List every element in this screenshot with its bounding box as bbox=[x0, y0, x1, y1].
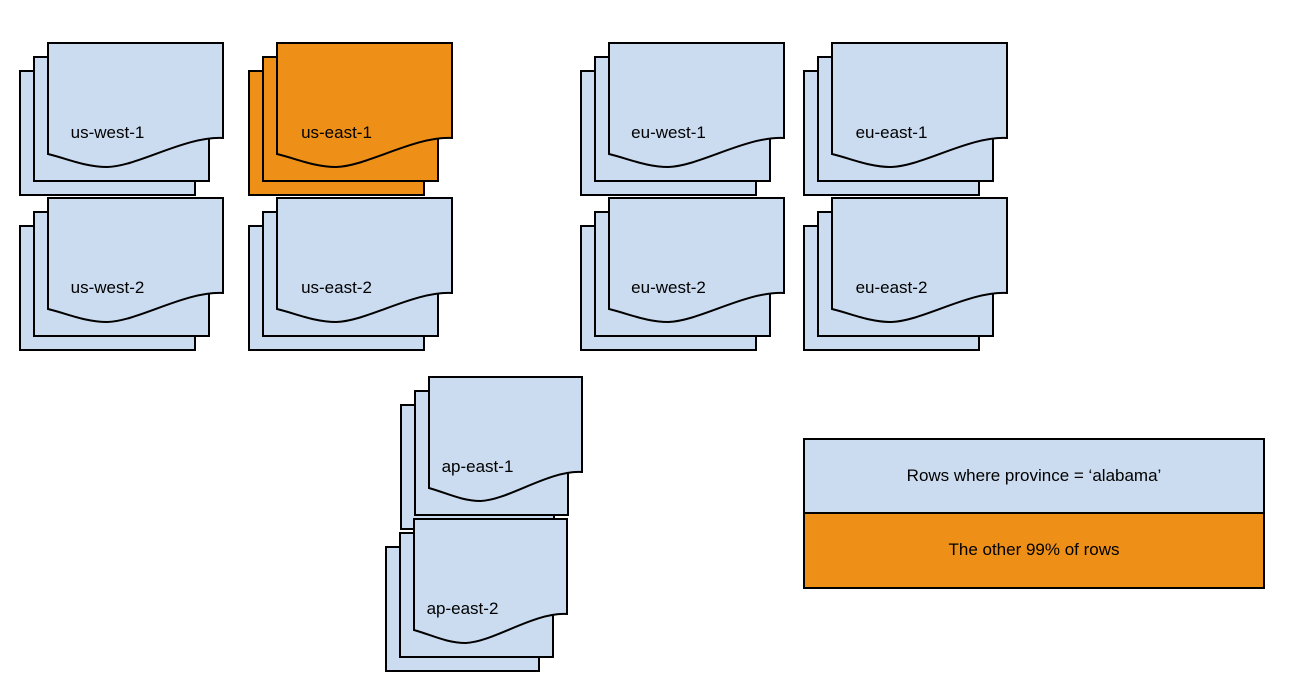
doc-stack-shape-eu-east-1 bbox=[803, 42, 1008, 196]
doc-stack-shape-ap-east-1 bbox=[400, 376, 583, 530]
doc-sheet bbox=[47, 197, 224, 324]
doc-sheet bbox=[413, 518, 568, 645]
doc-stack-us-west-1[interactable]: us-west-1 bbox=[19, 42, 224, 196]
legend-label-highlight: The other 99% of rows bbox=[948, 540, 1120, 560]
doc-sheet bbox=[428, 376, 583, 503]
doc-stack-shape-us-west-2 bbox=[19, 197, 224, 351]
doc-stack-shape-us-east-2 bbox=[248, 197, 453, 351]
doc-stack-shape-eu-west-2 bbox=[580, 197, 785, 351]
doc-stack-ap-east-1[interactable]: ap-east-1 bbox=[400, 376, 583, 530]
doc-sheet bbox=[608, 197, 785, 324]
doc-stack-us-east-1[interactable]: us-east-1 bbox=[248, 42, 453, 196]
legend-row-highlight: The other 99% of rows bbox=[805, 513, 1263, 587]
doc-stack-shape-us-east-1 bbox=[248, 42, 453, 196]
doc-stack-eu-east-2[interactable]: eu-east-2 bbox=[803, 197, 1008, 351]
doc-stack-shape-ap-east-2 bbox=[385, 518, 568, 672]
doc-stack-us-west-2[interactable]: us-west-2 bbox=[19, 197, 224, 351]
doc-stack-eu-west-1[interactable]: eu-west-1 bbox=[580, 42, 785, 196]
doc-stack-us-east-2[interactable]: us-east-2 bbox=[248, 197, 453, 351]
doc-stack-eu-east-1[interactable]: eu-east-1 bbox=[803, 42, 1008, 196]
legend-row-normal: Rows where province = ‘alabama’ bbox=[805, 440, 1263, 514]
legend-label-normal: Rows where province = ‘alabama’ bbox=[906, 465, 1162, 485]
doc-sheet bbox=[831, 197, 1008, 324]
doc-stack-shape-eu-east-2 bbox=[803, 197, 1008, 351]
doc-stack-shape-eu-west-1 bbox=[580, 42, 785, 196]
doc-stack-eu-west-2[interactable]: eu-west-2 bbox=[580, 197, 785, 351]
doc-sheet bbox=[276, 42, 453, 169]
doc-stack-shape-us-west-1 bbox=[19, 42, 224, 196]
doc-sheet bbox=[47, 42, 224, 169]
doc-stack-ap-east-2[interactable]: ap-east-2 bbox=[385, 518, 568, 672]
doc-sheet bbox=[608, 42, 785, 169]
doc-sheet bbox=[276, 197, 453, 324]
legend: Rows where province = ‘alabama’ The othe… bbox=[803, 438, 1265, 589]
doc-sheet bbox=[831, 42, 1008, 169]
